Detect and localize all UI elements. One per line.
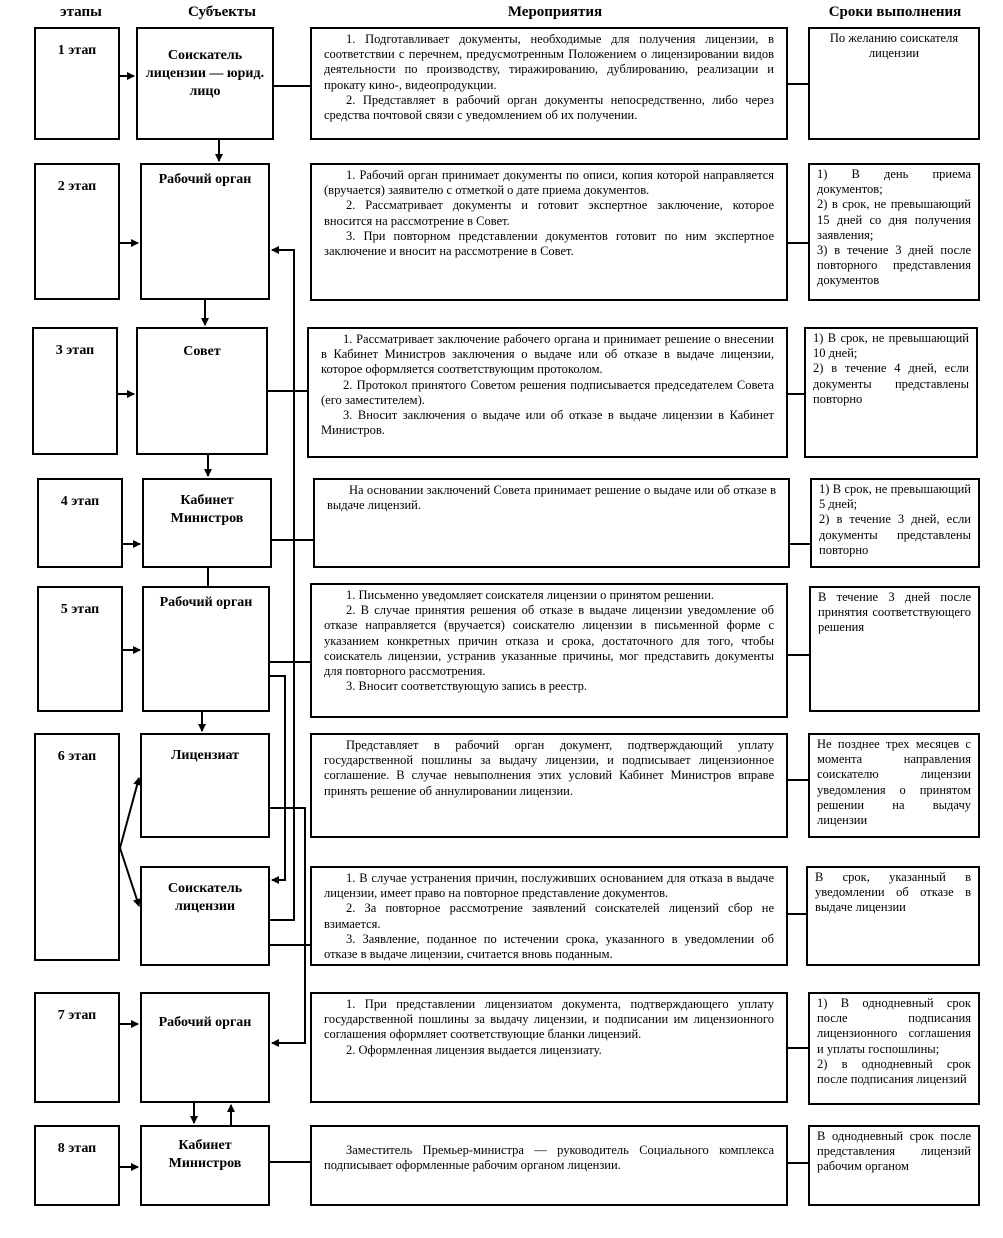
- loop-arrow: [270, 807, 306, 1047]
- term-item: 1) В день приема документов;: [817, 167, 971, 197]
- terms-stage-3: 1) В срок, не превышающий 10 дней; 2) в …: [804, 327, 978, 458]
- activities-stage-2: 1. Рабочий орган принимает документы по …: [310, 163, 788, 301]
- activity-item: 3. Заявление, поданное по истечении срок…: [324, 931, 774, 962]
- subject-working-body-box: Рабочий орган: [142, 586, 270, 712]
- activity-item: 1. Рабочий орган принимает документы по …: [324, 168, 774, 198]
- activity-item: 1. При представлении лицензиатом докумен…: [324, 997, 774, 1042]
- activity-item: На основании заключений Совета принимает…: [327, 483, 776, 513]
- activity-item: 3. Вносит заключения о выдаче или об отк…: [321, 408, 774, 438]
- activity-item: 2. В случае принятия решения об отказе в…: [324, 603, 774, 679]
- term-item: 2) в однодневный срок после подписания л…: [817, 1056, 971, 1087]
- activity-item: 3. Вносит соответствующую запись в реест…: [346, 679, 587, 694]
- activity-item: 1. Рассматривает заключение рабочего орг…: [321, 332, 774, 377]
- header-stages: этапы: [60, 4, 102, 20]
- loop-arrow: [270, 246, 295, 921]
- terms-stage-8: В однодневный срок после представления л…: [808, 1125, 980, 1206]
- stage-4-box: 4 этап: [37, 478, 123, 568]
- stage-7-box: 7 этап: [34, 992, 120, 1103]
- term-item: 3) в течение 3 дней после повторного пре…: [817, 243, 971, 288]
- terms-stage-2: 1) В день приема документов; 2) в срок, …: [808, 163, 980, 301]
- subject-working-body-box: Рабочий орган: [140, 992, 270, 1103]
- terms-stage-7: 1) В однодневный срок после подписания л…: [808, 992, 980, 1105]
- subject-cabinet-box: Кабинет Министров: [142, 478, 272, 568]
- term-item: 1) В однодневный срок после подписания л…: [817, 996, 971, 1056]
- activity-item: 2. Протокол принятого Советом решения по…: [321, 377, 774, 407]
- terms-stage-5: В течение 3 дней после принятия соответс…: [809, 586, 980, 712]
- activities-stage-1: 1. Подготавливает документы, необходимые…: [310, 27, 788, 140]
- activity-item: 1. Подготавливает документы, необходимые…: [324, 32, 774, 92]
- activities-stage-4: На основании заключений Совета принимает…: [313, 478, 790, 568]
- subject-licensee-box: Лицензиат: [140, 733, 270, 838]
- stage-5-box: 5 этап: [37, 586, 123, 712]
- header-terms: Сроки выполнения: [828, 4, 962, 20]
- stage-8-box: 8 этап: [34, 1125, 120, 1206]
- activity-item: 2. Оформленная лицензия выдается лицензи…: [346, 1042, 602, 1057]
- activity-item: 1. Письменно уведомляет соискателя лицен…: [346, 588, 715, 602]
- terms-stage-4: 1) В срок, не превышающий 5 дней; 2) в т…: [810, 478, 980, 568]
- header-subjects: Субъекты: [187, 4, 256, 20]
- term-item: По желанию соискателя лицензии: [829, 31, 959, 61]
- activity-item: Заместитель Премьер-министра — руководит…: [324, 1143, 774, 1173]
- subject-working-body-box: Рабочий орган: [140, 163, 270, 300]
- subject-applicant-box: Соискатель лицензии — юрид. лицо: [136, 27, 274, 140]
- activities-stage-8: Заместитель Премьер-министра — руководит…: [310, 1125, 788, 1206]
- term-item: 2) в течение 4 дней, если документы пред…: [813, 361, 969, 406]
- stage-2-box: 2 этап: [34, 163, 120, 300]
- activities-stage-7: 1. При представлении лицензиатом докумен…: [310, 992, 788, 1103]
- subject-council-box: Совет: [136, 327, 268, 455]
- terms-stage-6b: В срок, указанный в уведомлении об отказ…: [806, 866, 980, 966]
- activity-item: Представляет в рабочий орган документ, п…: [324, 738, 774, 798]
- stage-arrow: [119, 847, 141, 907]
- term-item: В срок, указанный в уведомлении об отказ…: [815, 870, 971, 915]
- loop-arrow: [270, 675, 286, 884]
- term-item: 2) в течение 3 дней, если документы пред…: [819, 512, 971, 557]
- activities-stage-6b: 1. В случае устранения причин, послуживш…: [310, 866, 788, 966]
- term-item: В однодневный срок после представления л…: [817, 1129, 971, 1174]
- header-activities: Мероприятия: [507, 4, 603, 20]
- term-item: 2) в срок, не превышающий 15 дней со дня…: [817, 197, 971, 242]
- stage-arrow: [119, 777, 142, 849]
- term-item: В течение 3 дней после принятия соответс…: [818, 590, 971, 635]
- activity-item: 2. За повторное рассмотрение заявлений с…: [324, 901, 774, 931]
- terms-stage-6: Не позднее трех месяцев с момента направ…: [808, 733, 980, 838]
- activity-item: 2. Рассматривает документы и готовит экс…: [324, 198, 774, 228]
- activities-stage-5: 1. Письменно уведомляет соискателя лицен…: [310, 583, 788, 718]
- activities-stage-6: Представляет в рабочий орган документ, п…: [310, 733, 788, 838]
- activity-item: 1. В случае устранения причин, послуживш…: [324, 871, 774, 901]
- activity-item: 3. При повторном представлении документо…: [324, 228, 774, 259]
- term-item: 1) В срок, не превышающий 10 дней;: [813, 331, 969, 361]
- activity-item: 2. Представляет в рабочий орган документ…: [324, 92, 774, 123]
- activities-stage-3: 1. Рассматривает заключение рабочего орг…: [307, 327, 788, 458]
- term-item: Не позднее трех месяцев с момента направ…: [817, 737, 971, 828]
- stage-6-box: 6 этап: [34, 733, 120, 961]
- subject-applicant-repeat-box: Соискатель лицензии: [140, 866, 270, 966]
- terms-stage-1: По желанию соискателя лицензии: [808, 27, 980, 140]
- stage-3-box: 3 этап: [32, 327, 118, 455]
- subject-cabinet-box: Кабинет Министров: [140, 1125, 270, 1206]
- stage-1-box: 1 этап: [34, 27, 120, 140]
- term-item: 1) В срок, не превышающий 5 дней;: [819, 482, 971, 512]
